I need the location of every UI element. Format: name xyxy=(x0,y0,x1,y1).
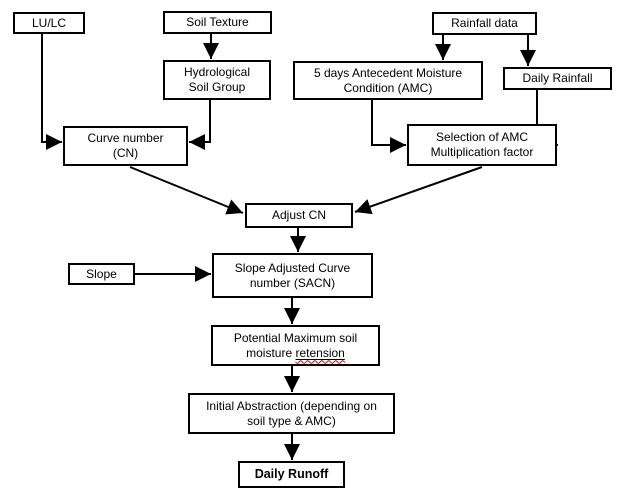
node-label: soil type & AMC) xyxy=(247,413,336,428)
node-label: Adjust CN xyxy=(271,208,327,222)
node-label: Soil Texture xyxy=(186,15,249,29)
node-lu-lc: LU/LC xyxy=(13,12,85,34)
node-label: Daily Rainfall xyxy=(522,71,593,85)
node-label: (CN) xyxy=(112,146,139,160)
node-label: Slope Adjusted Curve xyxy=(234,260,351,275)
node-label: Hydrological xyxy=(183,65,251,79)
node-label: Potential Maximum soil xyxy=(233,330,358,345)
misspelled-word-underline: retension xyxy=(295,346,344,360)
label-prefix: moisture xyxy=(246,345,293,360)
node-slope: Slope xyxy=(68,263,135,285)
node-adjust-cn: Adjust CN xyxy=(245,203,353,228)
arrow-hydro-to-cn xyxy=(189,100,211,150)
node-amc-multiplication-factor-selection: Selection of AMC Multiplication factor xyxy=(407,124,557,166)
node-curve-number: Curve number (CN) xyxy=(63,126,188,166)
node-daily-runoff: Daily Runoff xyxy=(238,461,345,488)
misspelled-word: retension xyxy=(295,345,345,360)
node-hydrological-soil-group: Hydrological Soil Group xyxy=(163,60,271,100)
node-label: LU/LC xyxy=(31,15,66,30)
node-initial-abstraction: Initial Abstraction (depending on soil t… xyxy=(188,393,395,434)
node-label: Condition (AMC) xyxy=(343,80,433,95)
node-label: Selection of AMC xyxy=(435,130,529,144)
node-label: Daily Runoff xyxy=(254,467,329,481)
node-soil-texture: Soil Texture xyxy=(163,11,272,34)
arrow-lulc-to-cn xyxy=(41,34,62,150)
node-label: Multiplication factor xyxy=(430,145,534,159)
node-daily-rainfall: Daily Rainfall xyxy=(503,67,612,90)
node-label: Slope xyxy=(86,266,117,281)
node-label: Curve number xyxy=(87,131,164,145)
arrow-cn-to-adjustcn xyxy=(129,166,244,215)
node-potential-maximum-soil-moisture-retention: Potential Maximum soil moisture retensio… xyxy=(211,325,380,366)
node-label: Rainfall data xyxy=(451,16,518,30)
node-label: moisture retension xyxy=(246,346,345,361)
node-label: 5 days Antecedent Moisture xyxy=(313,65,463,80)
node-label: Soil Group xyxy=(188,80,246,94)
node-label: Initial Abstraction (depending on xyxy=(206,398,377,413)
node-label: number (SACN) xyxy=(249,275,336,290)
node-antecedent-moisture-condition: 5 days Antecedent Moisture Condition (AM… xyxy=(293,61,483,100)
node-rainfall-data: Rainfall data xyxy=(432,12,537,35)
arrow-selection-to-adjustcn xyxy=(354,166,483,215)
arrow-amc-to-selection xyxy=(371,100,406,153)
node-slope-adjusted-curve-number: Slope Adjusted Curve number (SACN) xyxy=(212,253,373,298)
